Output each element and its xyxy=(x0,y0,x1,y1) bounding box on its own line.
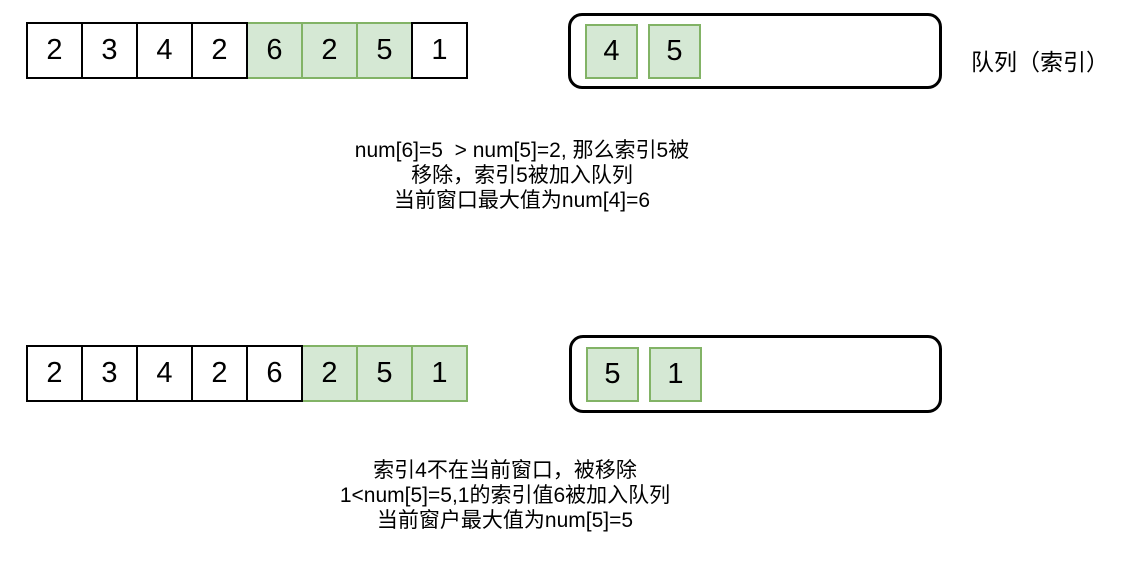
caption-step2: 索引4不在当前窗口，被移除 1<num[5]=5,1的索引值6被加入队列 当前窗… xyxy=(205,458,805,533)
array-cell: 2 xyxy=(26,345,83,402)
queue-cell: 5 xyxy=(648,23,701,79)
queue-cell: 1 xyxy=(649,346,702,402)
caption-line: 移除，索引5被加入队列 xyxy=(411,164,633,187)
array-cell-window: 6 xyxy=(246,22,303,79)
caption-line: 当前窗口最大值为num[4]=6 xyxy=(393,189,651,212)
array-cell: 1 xyxy=(411,22,468,79)
array-cell-window: 1 xyxy=(411,345,468,402)
array-cell-window: 2 xyxy=(301,345,358,402)
array-cell: 2 xyxy=(191,345,248,402)
queue-cell: 5 xyxy=(586,346,639,402)
array-cell-window: 5 xyxy=(356,22,413,79)
array-cell-window: 2 xyxy=(301,22,358,79)
queue-cell: 4 xyxy=(585,23,638,79)
array-cell: 6 xyxy=(246,345,303,402)
array-cell-window: 5 xyxy=(356,345,413,402)
queue-label: 队列（索引） xyxy=(971,49,1109,75)
array-step2: 2 3 4 2 6 2 5 1 xyxy=(26,345,468,402)
caption-line: num[6]=5 > num[5]=2, 那么索引5被 xyxy=(354,139,690,162)
array-cell: 4 xyxy=(136,345,193,402)
array-cell: 4 xyxy=(136,22,193,79)
caption-line: 索引4不在当前窗口，被移除 xyxy=(373,459,637,482)
queue-box-step1: 4 5 xyxy=(568,13,942,89)
array-cell: 3 xyxy=(81,22,138,79)
array-cell: 3 xyxy=(81,345,138,402)
caption-step1: num[6]=5 > num[5]=2, 那么索引5被 移除，索引5被加入队列 … xyxy=(222,138,822,213)
array-cell: 2 xyxy=(26,22,83,79)
caption-line: 当前窗户最大值为num[5]=5 xyxy=(376,509,634,532)
queue-box-step2: 5 1 xyxy=(569,335,942,413)
array-cell: 2 xyxy=(191,22,248,79)
array-step1: 2 3 4 2 6 2 5 1 xyxy=(26,22,468,79)
caption-line: 1<num[5]=5,1的索引值6被加入队列 xyxy=(339,484,671,507)
